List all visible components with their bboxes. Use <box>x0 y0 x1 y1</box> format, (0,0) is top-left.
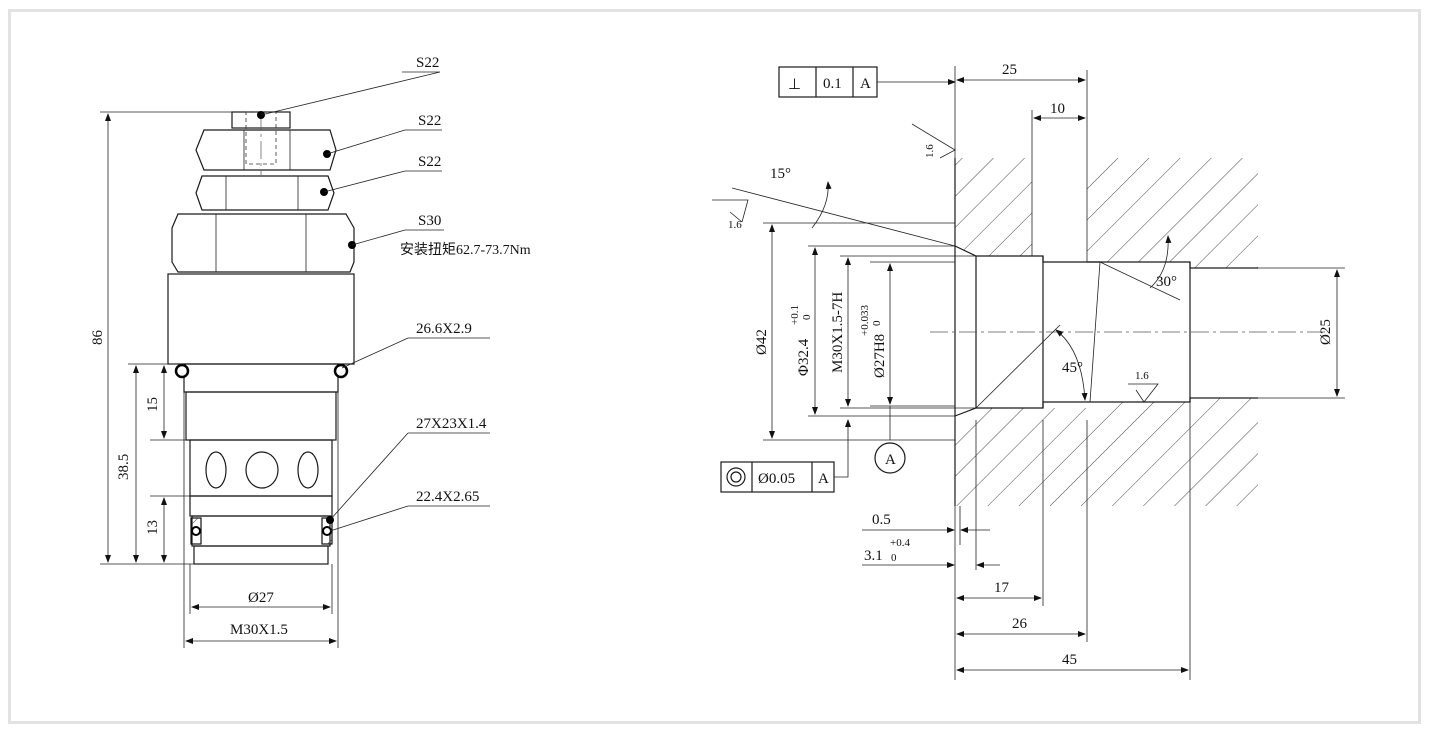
svg-text:A: A <box>860 76 871 92</box>
callout-s22-low: S22 <box>418 154 441 170</box>
dim-dia-42: Ø42 <box>754 329 770 355</box>
perpendicularity-icon: ⊥ <box>788 77 801 93</box>
dim-26: 26 <box>1012 616 1028 632</box>
dim-10: 10 <box>1050 101 1065 117</box>
dim-25-top: 25 <box>1002 62 1017 78</box>
svg-text:+0.1: +0.1 <box>789 305 801 325</box>
gdt-concentricity-frame: Ø0.05 A <box>720 419 851 493</box>
svg-text:A: A <box>818 471 829 487</box>
dim-0-5: 0.5 <box>872 512 891 528</box>
dim-dia-32-4: Φ32.4 <box>796 338 812 376</box>
dim-17: 17 <box>994 580 1010 596</box>
svg-text:0: 0 <box>891 552 897 564</box>
dim-thread-m30: M30X1.5 <box>230 622 288 638</box>
roughness-left: 1.6 <box>728 219 742 231</box>
roughness-top: 1.6 <box>924 144 936 158</box>
dim-86: 86 <box>90 330 106 346</box>
dim-thread-m30-7h: M30X1.5-7H <box>830 292 846 373</box>
concentricity-tol: Ø0.05 <box>758 471 795 487</box>
dim-45: 45 <box>1062 652 1077 668</box>
valve-cartridge-view: S22 S22 S22 S30 安装扭矩62.7-73.7Nm 26.6X2.9… <box>90 55 531 648</box>
dim-15: 15 <box>145 397 161 412</box>
roughness-bottom: 1.6 <box>1135 370 1149 382</box>
angle-30: 30° <box>1156 274 1177 290</box>
svg-text:+0.4: +0.4 <box>890 537 910 549</box>
datum-a-bubble <box>874 442 906 474</box>
callout-oring-26-6: 26.6X2.9 <box>416 321 472 337</box>
oring-upper-left <box>174 363 190 379</box>
oring-upper-right <box>333 363 349 379</box>
cavity-section-view: ⊥ 0.1 A 25 10 1.6 15° 1.6 Ø42 Φ32.4 <box>712 62 1345 680</box>
angle-45: 45° <box>1062 360 1083 376</box>
dim-dia-25: Ø25 <box>1318 319 1334 345</box>
datum-a-label: A <box>885 452 896 468</box>
dim-3-1: 3.1 <box>864 548 883 564</box>
callout-s22-mid: S22 <box>418 113 441 129</box>
svg-text:0: 0 <box>871 320 883 326</box>
svg-text:+0.033: +0.033 <box>859 305 871 336</box>
svg-text:0: 0 <box>801 314 813 320</box>
dim-13: 13 <box>145 520 161 535</box>
svg-text:0.1: 0.1 <box>823 76 842 92</box>
callout-oring-22-4: 22.4X2.65 <box>416 489 479 505</box>
dim-dia-27: Ø27 <box>248 590 274 606</box>
dim-dia-27h8: Ø27H8 <box>872 334 888 378</box>
dim-38-5: 38.5 <box>116 454 132 480</box>
angle-15: 15° <box>770 166 791 182</box>
callout-s22-top: S22 <box>416 55 439 71</box>
callout-oring-27x23: 27X23X1.4 <box>416 416 487 432</box>
callout-torque: 安装扭矩62.7-73.7Nm <box>400 242 531 258</box>
gdt-perpendicularity-frame: ⊥ 0.1 A <box>778 66 956 98</box>
callout-s30: S30 <box>418 213 441 229</box>
